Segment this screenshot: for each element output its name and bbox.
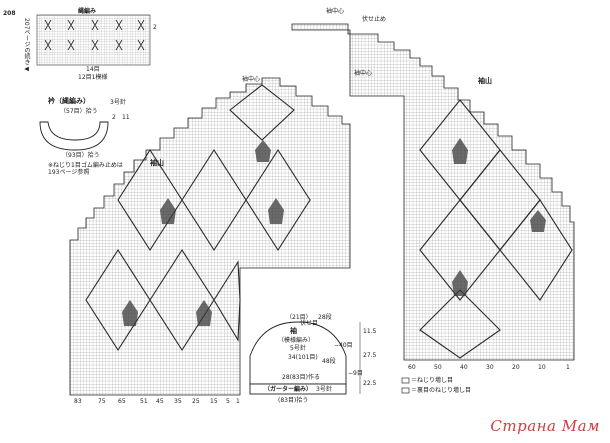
- sleeve-needle: 5号針: [290, 345, 306, 352]
- right-bottom-number: 10: [538, 364, 546, 371]
- sleeve-dim: 34(101目): [288, 354, 318, 361]
- left-chart-center-label: 袖中心: [242, 76, 261, 83]
- legend-item-1: ＝ねじり増し目: [411, 377, 454, 384]
- sleeve-dim: 伏せ目: [300, 320, 319, 327]
- right-bottom-number: 50: [434, 364, 442, 371]
- sleeve-dim: 28(83目)作る: [282, 374, 320, 381]
- sleeve-dim: 27.5: [363, 352, 377, 359]
- page-side-note: 207ページの続き◀: [23, 18, 30, 73]
- sleeve-dim: 28段: [318, 314, 332, 321]
- sleeve-title: 袖: [290, 327, 297, 335]
- sleeve-schematic: [249, 321, 361, 395]
- collar-note: ※ねじり1目ゴム編み止めは 193ページ参照: [48, 162, 123, 176]
- sleeve-dim: (83目)拾う: [278, 397, 309, 404]
- left-bottom-number: 65: [118, 398, 126, 405]
- left-bottom-number: 45: [156, 398, 164, 405]
- left-bottom-number: 35: [174, 398, 182, 405]
- right-chart-top-label1: 袖中心: [326, 8, 345, 15]
- sleeve-dim: 11.5: [363, 328, 377, 335]
- collar-dim-top: （57目）拾う: [60, 108, 98, 115]
- top-pattern-stitch-label: 14目: [86, 66, 100, 73]
- right-chart-center-label: 袖中心: [354, 70, 373, 77]
- page-number: 208: [3, 10, 16, 17]
- right-chart-title: 袖山: [478, 77, 492, 85]
- collar-dim-right2: 11: [122, 114, 130, 121]
- right-chart-top-label2: 伏せ止め: [362, 16, 387, 23]
- left-bottom-number: 51: [140, 398, 148, 405]
- legend-item-2: ＝裏目のねじり増し目: [411, 387, 472, 394]
- sleeve-border-needle: 3号針: [316, 386, 332, 393]
- top-pattern-title: 縄編み: [78, 8, 97, 15]
- right-bottom-number: 1: [566, 364, 570, 371]
- left-chart-title: 袖山: [150, 159, 164, 167]
- sleeve-pattern: （模様編み）: [278, 337, 315, 344]
- right-bottom-number: 20: [512, 364, 520, 371]
- sleeve-dim: （21目）: [286, 314, 312, 321]
- collar-title: 衿（縄編み）: [48, 97, 90, 105]
- sleeve-dim: 22.5: [363, 380, 377, 387]
- left-bottom-number: 75: [98, 398, 106, 405]
- collar-dim-right1: 2: [112, 114, 116, 121]
- cable-swatch-chart: [36, 14, 151, 66]
- right-bottom-number: 30: [486, 364, 494, 371]
- collar-needle: 3号針: [110, 99, 126, 106]
- right-bottom-number: 60: [408, 364, 416, 371]
- left-bottom-number: 83: [74, 398, 82, 405]
- left-bottom-number: 15: [210, 398, 218, 405]
- legend-symbol-2: [401, 387, 410, 394]
- sleeve-border: （ガーター編み）: [264, 386, 313, 393]
- left-bottom-number: 5: [226, 398, 230, 405]
- top-pattern-repeat-label: 12目1模様: [78, 74, 108, 81]
- right-bottom-number: 40: [460, 364, 468, 371]
- left-bottom-number: 25: [192, 398, 200, 405]
- collar-schematic: [39, 121, 109, 151]
- left-sleeve-chart: [69, 77, 351, 396]
- collar-dim-bottom: （93目）拾う: [62, 152, 100, 159]
- top-pattern-row-label: 2: [153, 24, 157, 31]
- right-sleeve-chart: [291, 23, 575, 361]
- watermark-logo: Страна Мам: [490, 417, 600, 435]
- sleeve-dim: 48段: [322, 358, 336, 365]
- sleeve-dim: −40目: [334, 342, 353, 349]
- legend-symbol-1: [401, 377, 410, 384]
- left-bottom-number: 1: [236, 398, 240, 405]
- sleeve-dim: −9目: [348, 370, 363, 377]
